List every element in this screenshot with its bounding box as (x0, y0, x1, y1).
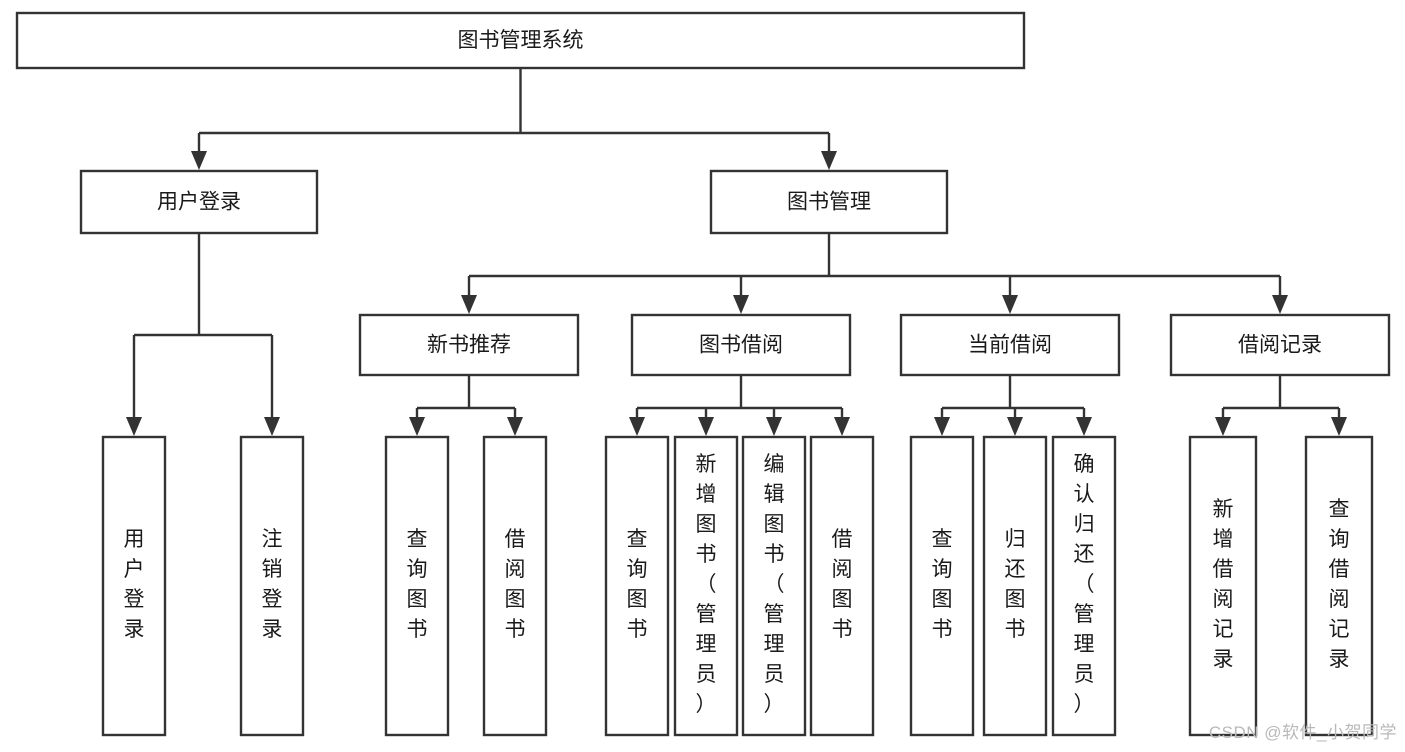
arrow-head-icon (766, 417, 782, 436)
node-l-add-book[interactable]: 新增图书（管理员） (673, 435, 739, 737)
node-box[interactable] (1169, 313, 1391, 377)
node-n-borrow-record[interactable]: 借阅记录 (1169, 313, 1391, 377)
node-l-query-book-1[interactable]: 查询图书 (384, 435, 450, 737)
node-label: 查询图书 (932, 528, 953, 641)
connector-layer (126, 68, 1347, 436)
node-label: 借阅记录 (1238, 334, 1322, 357)
node-box[interactable] (809, 435, 875, 737)
node-label: 查询借阅记录 (1329, 498, 1350, 671)
node-l-borrow-book-1[interactable]: 借阅图书 (482, 435, 548, 737)
arrow-head-icon (1331, 417, 1347, 436)
connector-group (934, 375, 1092, 436)
connector-group (191, 68, 837, 170)
node-box[interactable] (358, 313, 580, 377)
node-l-return-book[interactable]: 归还图书 (982, 435, 1048, 737)
node-label: 新增图书（管理员） (696, 453, 717, 716)
node-box[interactable] (1188, 435, 1258, 737)
node-box[interactable] (604, 435, 670, 737)
node-box[interactable] (673, 435, 739, 737)
node-box[interactable] (15, 11, 1026, 70)
node-box[interactable] (239, 435, 305, 737)
node-label: 确认归还（管理员） (1074, 453, 1095, 716)
node-l-logout[interactable]: 注销登录 (239, 435, 305, 737)
node-l-user-login[interactable]: 用户登录 (101, 435, 167, 737)
connector-group (461, 233, 1288, 314)
node-box[interactable] (982, 435, 1048, 737)
node-l-query-book-3[interactable]: 查询图书 (909, 435, 975, 737)
node-label: 新增借阅记录 (1213, 498, 1234, 671)
node-label: 图书借阅 (699, 334, 783, 357)
arrow-head-icon (191, 151, 207, 170)
arrow-head-icon (126, 417, 142, 436)
node-label: 注销登录 (262, 528, 283, 641)
arrow-head-icon (934, 417, 950, 436)
node-l-borrow-book-2[interactable]: 借阅图书 (809, 435, 875, 737)
node-label: 借阅图书 (505, 528, 526, 641)
node-label: 归还图书 (1005, 528, 1026, 641)
node-box[interactable] (384, 435, 450, 737)
arrow-head-icon (834, 417, 850, 436)
arrow-head-icon (698, 417, 714, 436)
watermark-label: CSDN @软件_小贺同学 (1208, 723, 1397, 742)
arrow-head-icon (1002, 295, 1018, 314)
node-box[interactable] (79, 169, 319, 235)
connector-group (629, 375, 850, 436)
node-label: 查询图书 (627, 528, 648, 641)
node-n-book-manage[interactable]: 图书管理 (709, 169, 949, 235)
node-n-new-book-rec[interactable]: 新书推荐 (358, 313, 580, 377)
node-label: 图书管理 (787, 191, 871, 214)
node-root[interactable]: 图书管理系统 (15, 11, 1026, 70)
node-label: 编辑图书（管理员） (764, 453, 785, 716)
node-box[interactable] (482, 435, 548, 737)
node-box[interactable] (909, 435, 975, 737)
node-box[interactable] (741, 435, 807, 737)
node-l-edit-book[interactable]: 编辑图书（管理员） (741, 435, 807, 737)
arrow-head-icon (264, 417, 280, 436)
arrow-head-icon (507, 417, 523, 436)
node-label: 新书推荐 (427, 334, 511, 357)
node-layer: 图书管理系统用户登录图书管理新书推荐图书借阅当前借阅借阅记录用户登录注销登录查询… (15, 11, 1391, 737)
arrow-head-icon (629, 417, 645, 436)
arrow-head-icon (733, 295, 749, 314)
connector-group (126, 233, 280, 436)
arrow-head-icon (821, 151, 837, 170)
node-n-book-borrow[interactable]: 图书借阅 (630, 313, 852, 377)
node-box[interactable] (1304, 435, 1374, 737)
node-box[interactable] (1051, 435, 1117, 737)
node-label: 借阅图书 (832, 528, 853, 641)
arrow-head-icon (1272, 295, 1288, 314)
node-l-add-record[interactable]: 新增借阅记录 (1188, 435, 1258, 737)
node-label: 查询图书 (407, 528, 428, 641)
node-box[interactable] (101, 435, 167, 737)
node-box[interactable] (709, 169, 949, 235)
arrow-head-icon (461, 295, 477, 314)
connector-group (409, 375, 523, 436)
arrow-head-icon (1007, 417, 1023, 436)
node-label: 用户登录 (157, 191, 241, 214)
connector-group (1215, 375, 1347, 436)
arrow-head-icon (409, 417, 425, 436)
node-n-user-login[interactable]: 用户登录 (79, 169, 319, 235)
node-l-query-record[interactable]: 查询借阅记录 (1304, 435, 1374, 737)
arrow-head-icon (1076, 417, 1092, 436)
node-label: 当前借阅 (968, 334, 1052, 357)
node-label: 图书管理系统 (458, 29, 584, 52)
node-l-query-book-2[interactable]: 查询图书 (604, 435, 670, 737)
node-label: 用户登录 (124, 528, 145, 641)
arrow-head-icon (1215, 417, 1231, 436)
node-box[interactable] (630, 313, 852, 377)
node-l-confirm-return[interactable]: 确认归还（管理员） (1051, 435, 1117, 737)
node-n-current-borrow[interactable]: 当前借阅 (899, 313, 1121, 377)
node-box[interactable] (899, 313, 1121, 377)
